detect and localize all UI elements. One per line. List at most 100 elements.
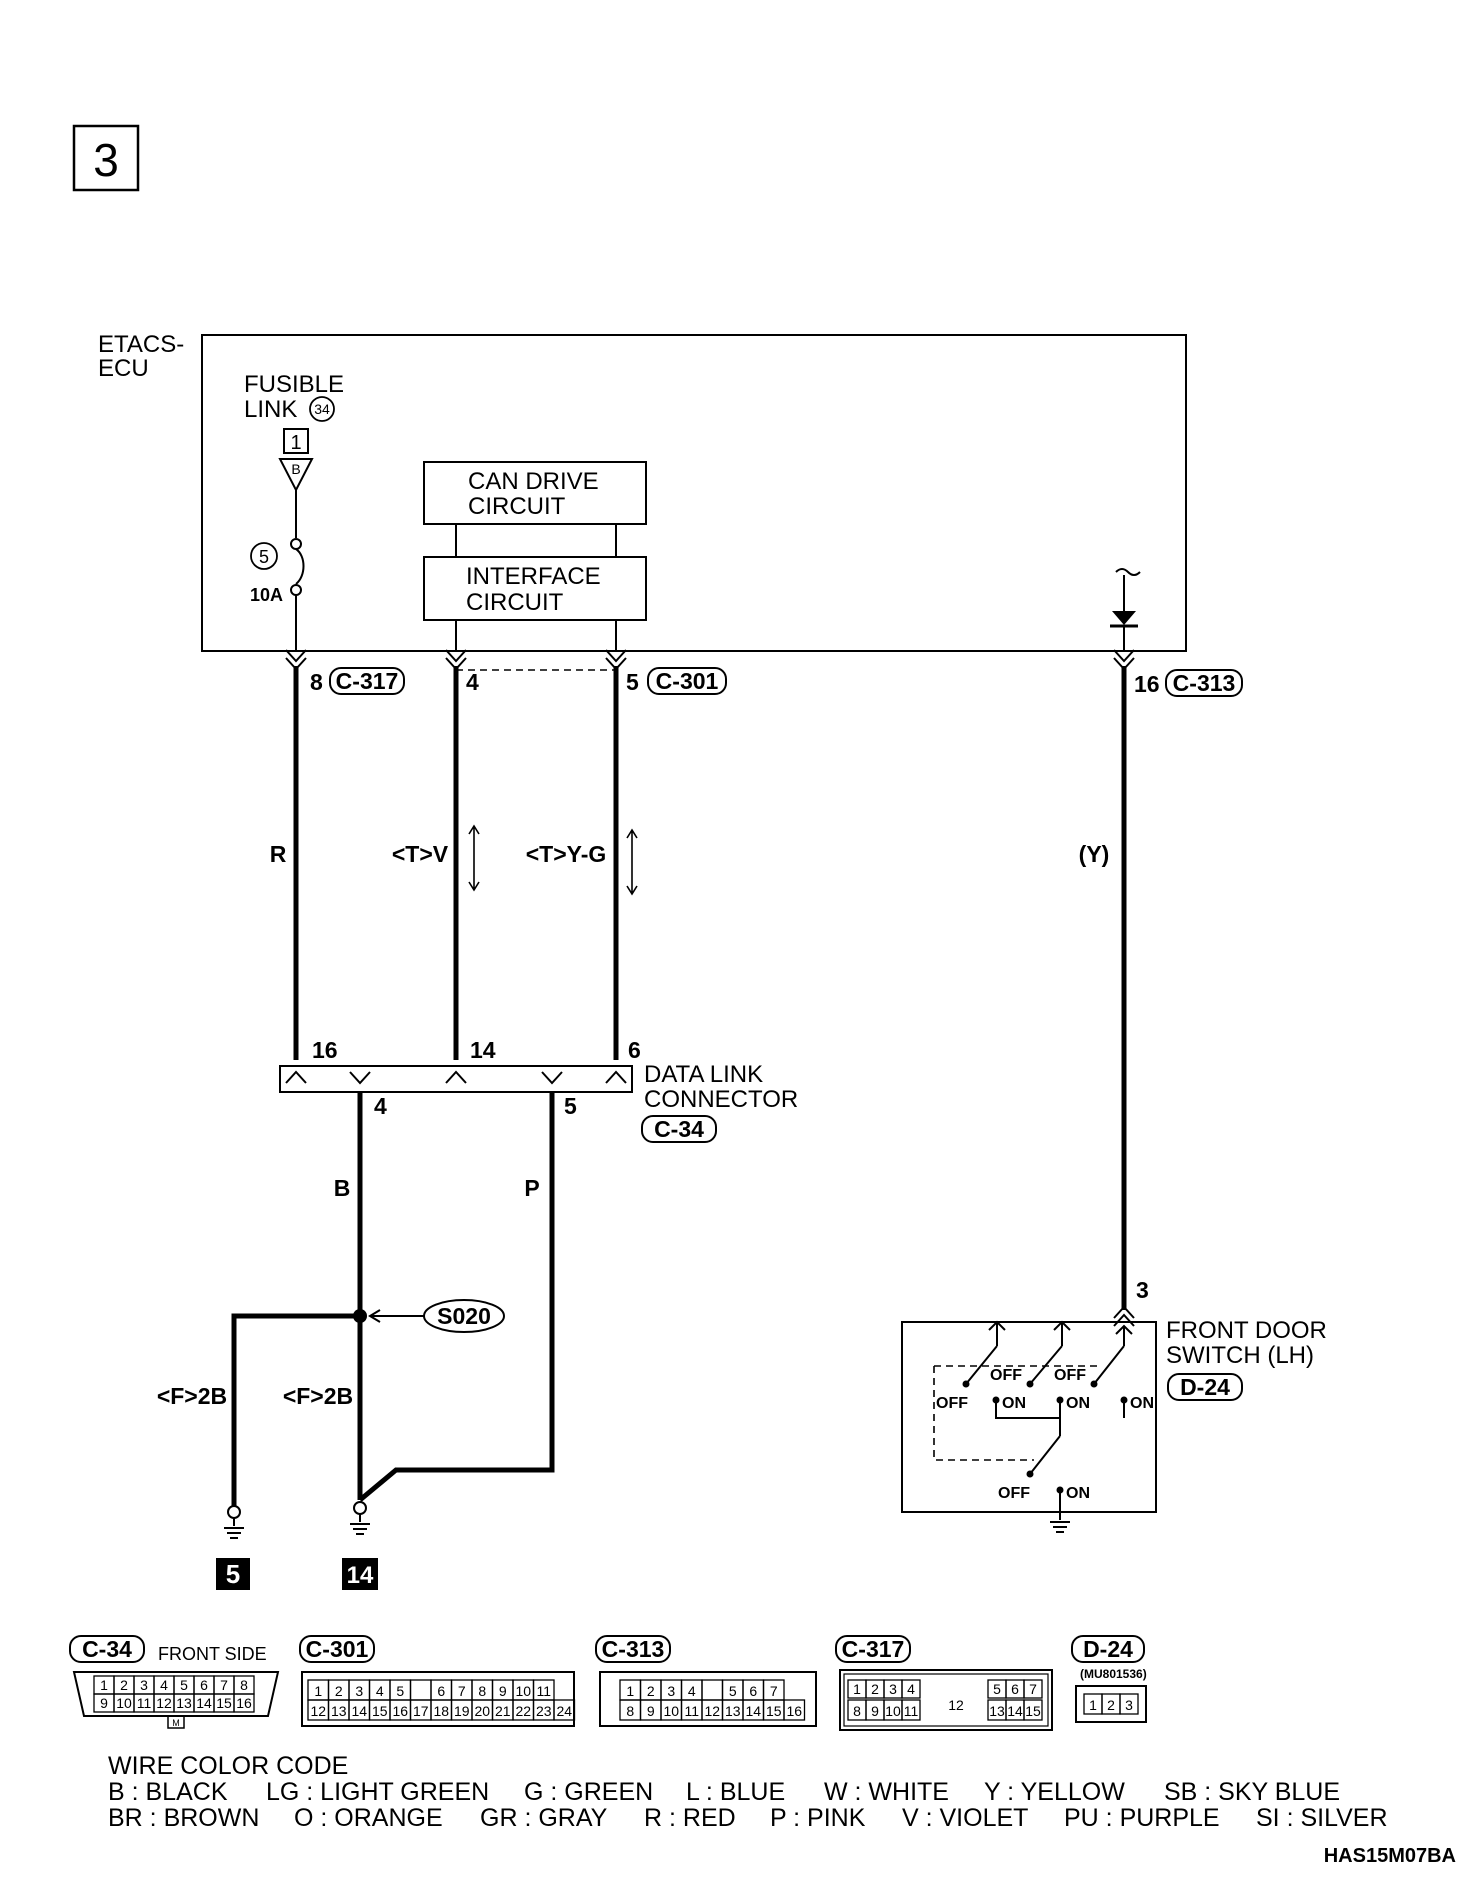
switch-off-label-2: OFF <box>990 1367 1022 1384</box>
door-switch-box <box>901 1321 1157 1513</box>
c313-pin-label: 2 <box>647 1683 655 1699</box>
wire-label-r: R <box>270 841 287 867</box>
interface-label-1: INTERFACE <box>466 563 601 590</box>
c313-pin-label: 9 <box>647 1703 655 1719</box>
c34-pin-cell <box>233 1693 255 1713</box>
dlc-label-2: CONNECTOR <box>644 1086 798 1113</box>
ground-point-14: 14 <box>347 1562 374 1589</box>
wire-color-legend-item: O : ORANGE <box>294 1804 443 1832</box>
c317-tag <box>329 667 405 695</box>
fuse-amperage: 10A <box>250 585 283 605</box>
bidir-arrow-can-high <box>468 824 480 892</box>
c317-pin-cell <box>901 1699 921 1721</box>
c317-pin-label: 9 <box>871 1703 879 1719</box>
c317-pin-label: 13 <box>989 1703 1005 1719</box>
c317-pin-label: 15 <box>1025 1703 1041 1719</box>
section-box <box>72 124 140 192</box>
switch-contact-dot-3 <box>1090 1380 1098 1388</box>
c301-pin-label: 20 <box>474 1703 490 1719</box>
c301-shell <box>301 1671 575 1727</box>
switch-dashed-frame <box>933 1365 1100 1461</box>
switch-off-label-3: OFF <box>1054 1367 1086 1384</box>
c34-shell <box>72 1671 280 1717</box>
c301-face-tag <box>299 1635 375 1663</box>
ground-terminal-2 <box>353 1501 367 1515</box>
c34-pin-label: 7 <box>220 1677 228 1693</box>
wire-color-legend-item: LG : LIGHT GREEN <box>266 1778 489 1806</box>
c313-shell <box>599 1671 817 1727</box>
c34-pin-label: 9 <box>100 1695 108 1711</box>
c313-pin-label: 13 <box>725 1703 741 1719</box>
switch-contact-dot-2 <box>1026 1380 1034 1388</box>
c313-pin-cell <box>783 1699 806 1721</box>
c301-pin-label: 23 <box>536 1703 552 1719</box>
c301-pin-label: 8 <box>478 1683 486 1699</box>
c301-pin-label: 18 <box>433 1703 449 1719</box>
dlc-pin-4: 4 <box>374 1093 387 1119</box>
c313-tag-label: C-313 <box>1173 670 1236 696</box>
c34-pin-label: 10 <box>116 1695 132 1711</box>
wire-color-legend-item: BR : BROWN <box>108 1804 259 1832</box>
section-number: 3 <box>93 134 119 186</box>
c301-pin-cell <box>553 1699 576 1721</box>
c313-tag <box>1165 669 1243 697</box>
interface-circuit-box <box>423 556 647 621</box>
ecu-label-2: ECU <box>98 355 149 382</box>
wire-label-f2b-2: <F>2B <box>283 1383 353 1409</box>
c313-pin-label: 3 <box>667 1683 675 1699</box>
c317-shell <box>839 1669 1053 1731</box>
c313-face-tag <box>595 1635 671 1663</box>
d24-part-number: (MU801536) <box>1080 1667 1147 1681</box>
c34-pin-label: 14 <box>196 1695 212 1711</box>
c313-pin-label: 8 <box>626 1703 634 1719</box>
splice-tag <box>423 1299 505 1333</box>
c301-pin-label: 13 <box>331 1703 347 1719</box>
diode-symbol <box>1112 611 1136 625</box>
c301-tag <box>647 667 727 695</box>
switch-ground-symbol <box>1050 1512 1070 1533</box>
c34-pin-label: 15 <box>216 1695 232 1711</box>
c34-pin-label: 5 <box>180 1677 188 1693</box>
c301-face-tag-label: C-301 <box>306 1636 369 1662</box>
wire-label-f2b-1: <F>2B <box>157 1383 227 1409</box>
wire-color-legend-item: G : GREEN <box>524 1778 653 1806</box>
c301-pin-label: 5 <box>396 1683 404 1699</box>
wire-color-code-title: WIRE COLOR CODE <box>108 1752 348 1780</box>
dlc-chevrons-down <box>349 1071 563 1085</box>
c313-face-tag-label: C-313 <box>602 1636 665 1662</box>
wire-label-tyg: <T>Y-G <box>526 841 607 867</box>
fusible-triangle <box>278 458 314 493</box>
c317-pin-label: 7 <box>1029 1681 1037 1697</box>
dlc-label-1: DATA LINK <box>644 1061 763 1088</box>
ground-point-5-box <box>216 1558 250 1590</box>
can-drive-circuit-box <box>423 461 647 525</box>
c301-pin-label: 9 <box>499 1683 507 1699</box>
c301-pin-label: 6 <box>437 1683 445 1699</box>
c317-pin-label: 4 <box>907 1681 915 1697</box>
c317-pin-label: 8 <box>853 1703 861 1719</box>
door-switch-pin-3: 3 <box>1136 1277 1149 1303</box>
bidir-arrow-can-low <box>626 828 638 896</box>
dlc-pin-16: 16 <box>312 1037 338 1063</box>
c34-face-tag-label: C-34 <box>82 1636 132 1662</box>
ground-point-5: 5 <box>226 1559 240 1589</box>
c313-pin-label: 7 <box>770 1683 778 1699</box>
d24-pin-cell <box>1119 1693 1139 1715</box>
c301-pin-label: 14 <box>351 1703 367 1719</box>
c317-pin-cell <box>1023 1679 1043 1699</box>
c317-face-tag <box>835 1635 911 1663</box>
switch-contact-dot-1 <box>962 1380 970 1388</box>
diode-tilde <box>1115 568 1141 576</box>
c317-tag-label: C-317 <box>336 668 399 694</box>
c313-pin-label: 11 <box>684 1703 699 1719</box>
c34-pin-label: 3 <box>140 1677 148 1693</box>
c34-key-label: M <box>172 1718 180 1728</box>
wire-color-legend-item: SB : SKY BLUE <box>1164 1778 1340 1806</box>
switch-on-label-3: ON <box>1130 1395 1154 1412</box>
fuse-element <box>295 548 305 585</box>
fusible-link-circle <box>309 396 335 422</box>
c34-face-tag <box>69 1635 145 1663</box>
c301-pin-label: 19 <box>454 1703 470 1719</box>
switch-on-label-2: ON <box>1066 1395 1090 1412</box>
